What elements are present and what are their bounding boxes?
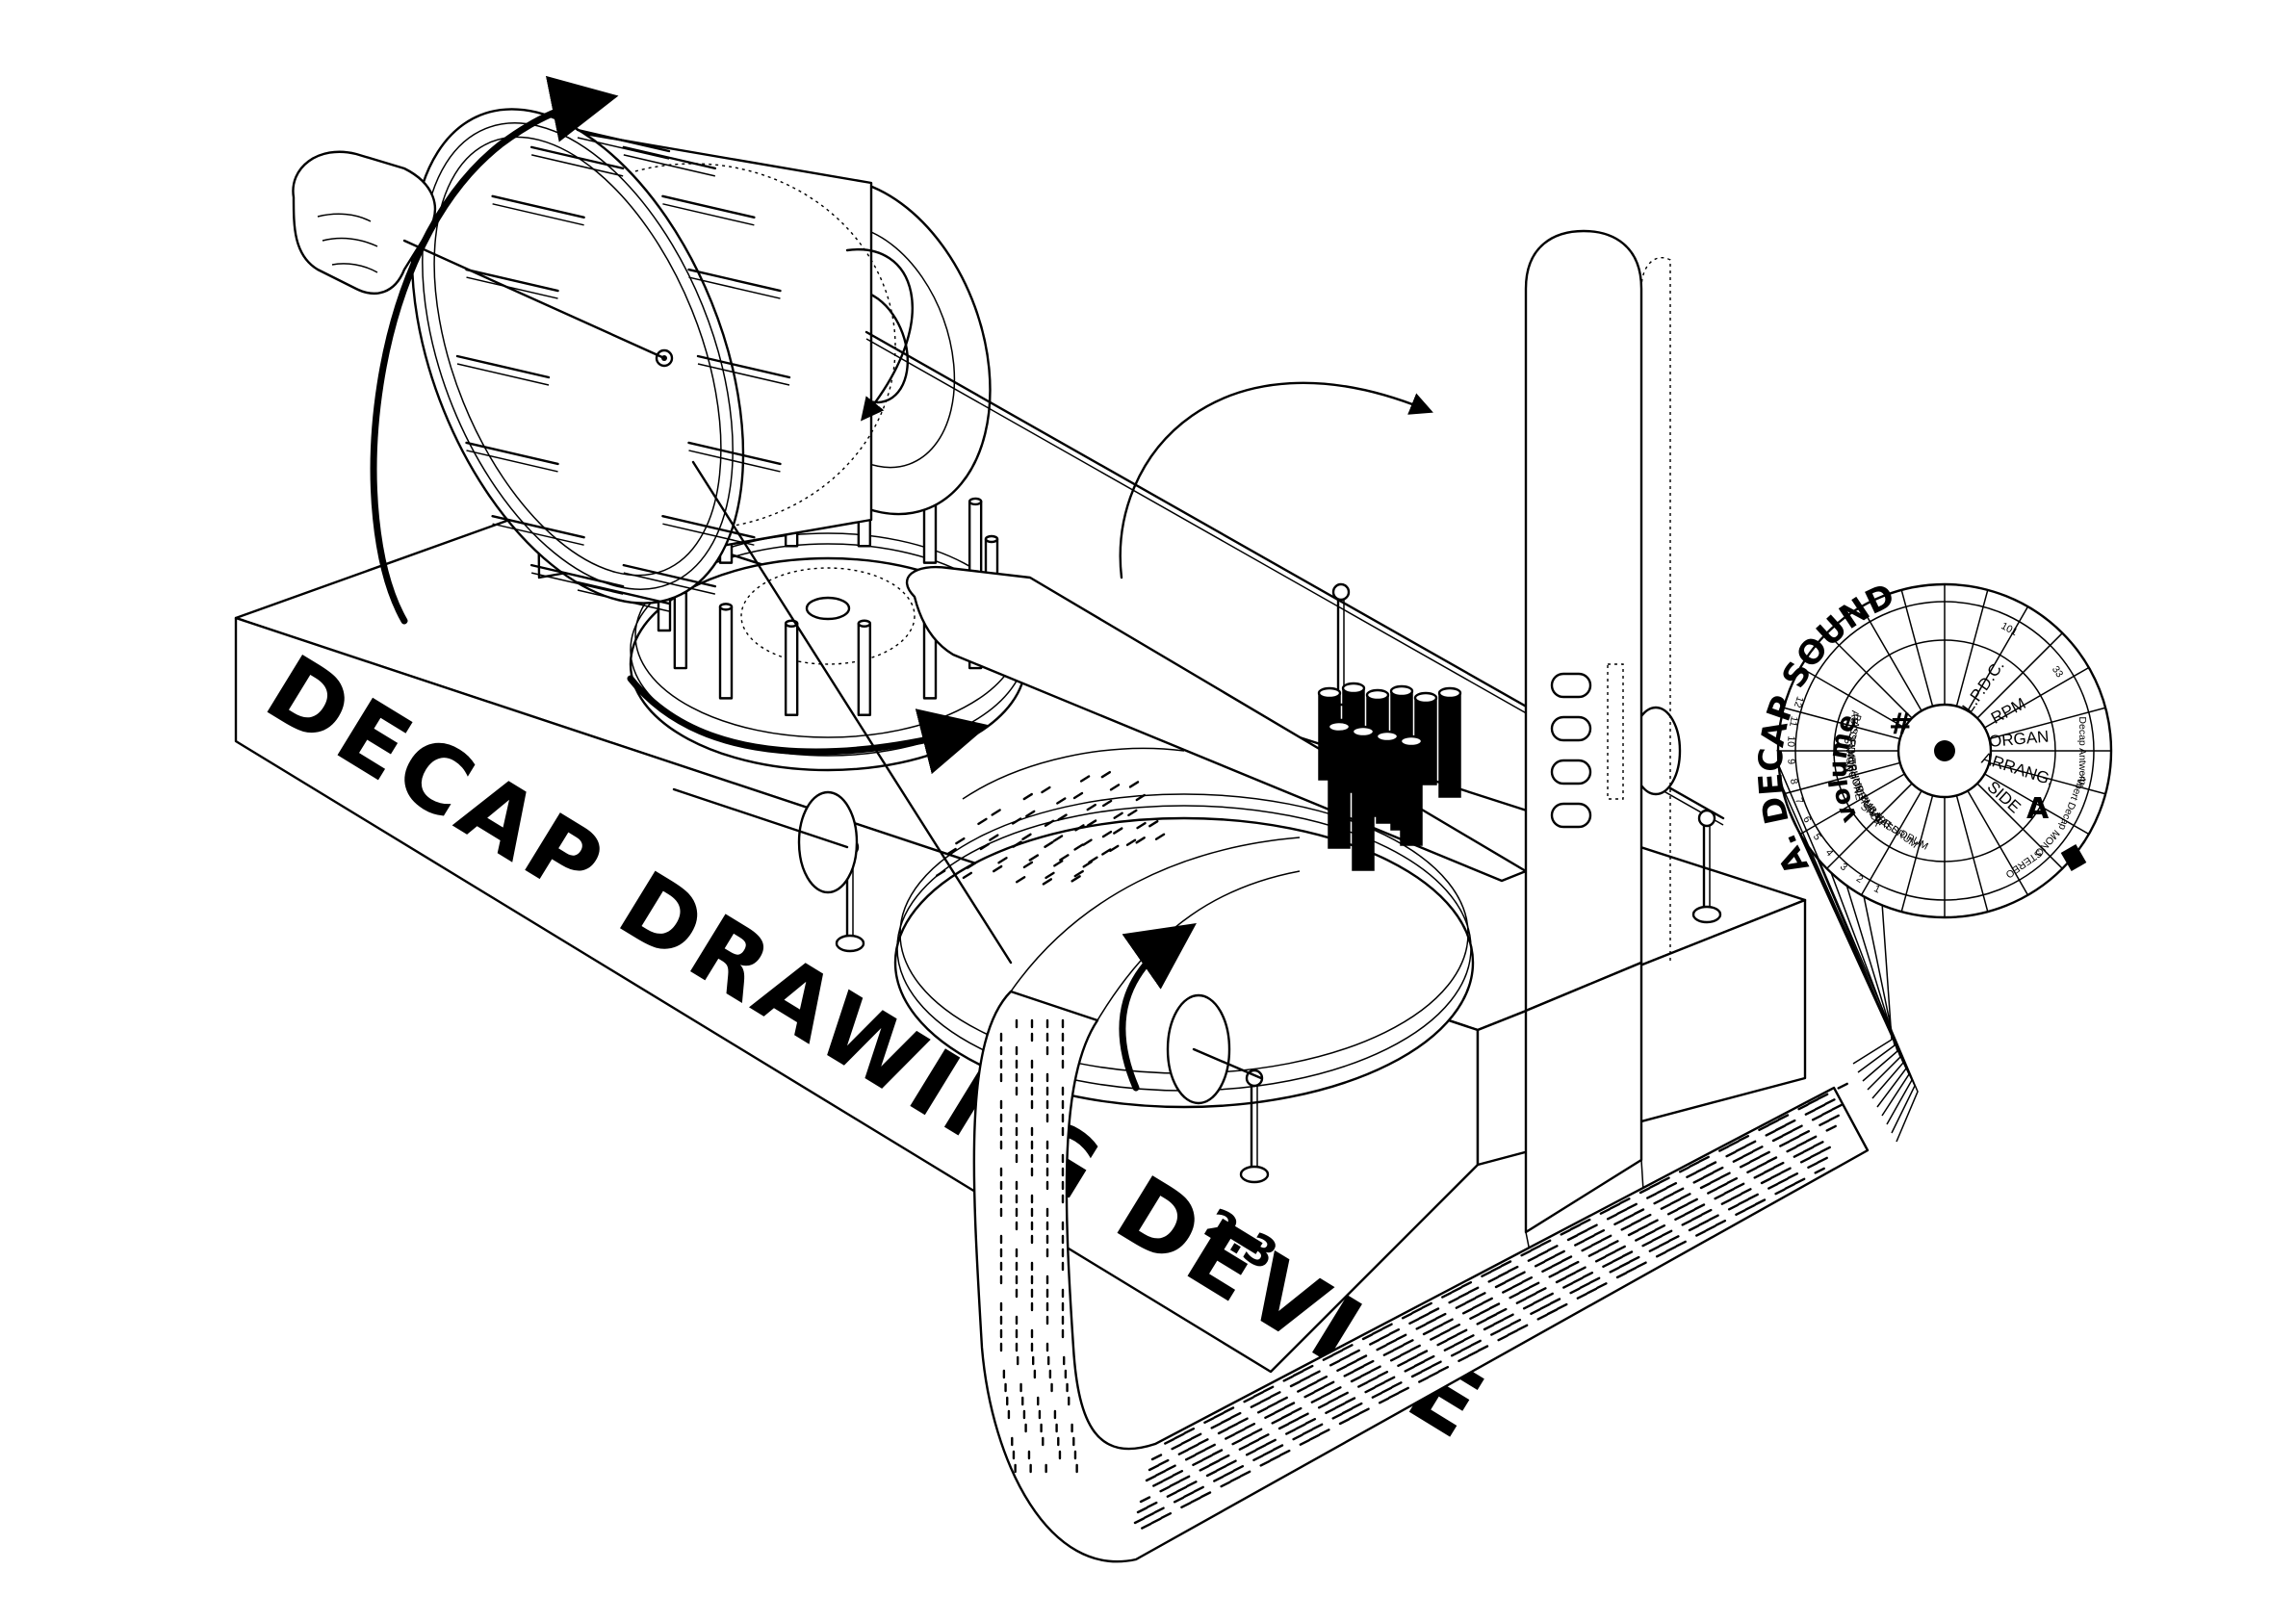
dial-channel-number: 10 (1785, 735, 1797, 748)
crank-hand-icon (292, 150, 666, 360)
dial-channel-number: 5 (1811, 832, 1823, 843)
dial-channel-number: 6 (1800, 814, 1813, 825)
tall-column (1524, 229, 1671, 1257)
upper-drum (410, 108, 992, 612)
dial-instrument-label: FLUTE (1845, 738, 1857, 771)
roller-wheels (672, 706, 1682, 1105)
dial-channel-number: 12 (1792, 695, 1806, 709)
dial-channel-number: 9 (1785, 759, 1796, 765)
dial-channel-number: 2 (1854, 873, 1866, 886)
dial-hash-label: # (1889, 708, 1913, 741)
perforated-paper-strip (972, 837, 1870, 1563)
organ-pipes (1317, 682, 1462, 871)
dial-channel-number: 8 (1788, 778, 1800, 785)
decap-sound-dial: A. DECAP SOUND volume # L.P.D.C.RPMORGAN… (1751, 577, 2113, 1143)
dial-channel-number: 7 (1793, 796, 1805, 806)
dial-channel-number: 1 (1872, 883, 1883, 895)
rotation-arrows (370, 75, 1433, 1092)
dial-channel-number: 11 (1787, 715, 1800, 728)
